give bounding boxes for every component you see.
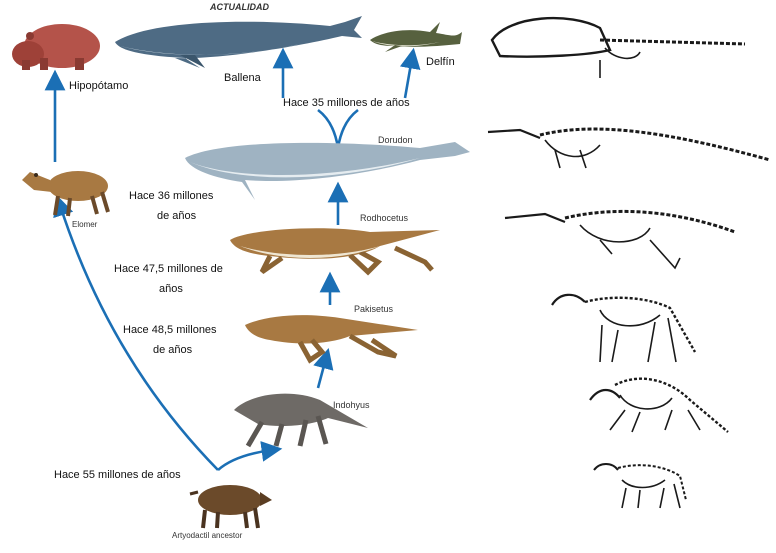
label-time-35: Hace 35 millones de años <box>283 97 410 109</box>
label-dolphin: Delfín <box>426 56 455 68</box>
skeleton-dorudon <box>487 127 771 169</box>
elomer-illustration <box>22 171 110 217</box>
label-time-55: Hace 55 millones de años <box>54 469 181 481</box>
label-time-475-line2: años <box>159 283 183 295</box>
label-time-485-line2: de años <box>153 344 193 356</box>
label-time-36-line2: de años <box>157 210 197 222</box>
label-whale: Ballena <box>224 72 261 84</box>
label-time-36-line1: Hace 36 millones <box>129 190 214 202</box>
indohyus-illustration <box>234 393 368 448</box>
label-indohyus: Indohyus <box>333 400 370 410</box>
arrow-to-dolphin <box>399 47 421 99</box>
arrow-dorudon-split <box>317 108 359 149</box>
dorudon-illustration <box>185 142 470 200</box>
label-pakisetus: Pakisetus <box>354 304 394 314</box>
evolution-arrows <box>44 47 421 471</box>
header-title: ACTUALIDAD <box>210 2 269 12</box>
label-hippo: Hipopótamo <box>69 80 129 92</box>
label-dorudon: Dorudon <box>378 135 413 145</box>
arrow-indohyus-to-pakisetus <box>313 347 334 389</box>
skeleton-elomer <box>551 293 697 363</box>
label-rodhocetus: Rodhocetus <box>360 213 409 223</box>
arrow-ancestor-to-elomer <box>53 195 219 471</box>
skeleton-whale <box>490 16 746 78</box>
hippo-illustration <box>12 24 100 70</box>
label-time-485-line1: Hace 48,5 millones <box>123 324 217 336</box>
label-ancestor: Artyodactil ancestor <box>172 531 243 540</box>
rodhocetus-illustration <box>230 228 440 276</box>
arrow-ancestor-to-indohyus <box>217 441 283 471</box>
skeleton-ancestor <box>593 463 687 509</box>
skeleton-pakisetus <box>589 377 729 433</box>
ancestor-illustration <box>189 485 272 529</box>
label-time-475-line1: Hace 47,5 millones de <box>114 263 223 275</box>
skeletons <box>487 16 771 509</box>
label-elomer: Elomer <box>72 220 98 229</box>
pakisetus-illustration <box>245 315 418 364</box>
dolphin-illustration <box>370 22 462 52</box>
whale-illustration <box>115 16 362 68</box>
skeleton-rodhocetus <box>504 209 736 270</box>
